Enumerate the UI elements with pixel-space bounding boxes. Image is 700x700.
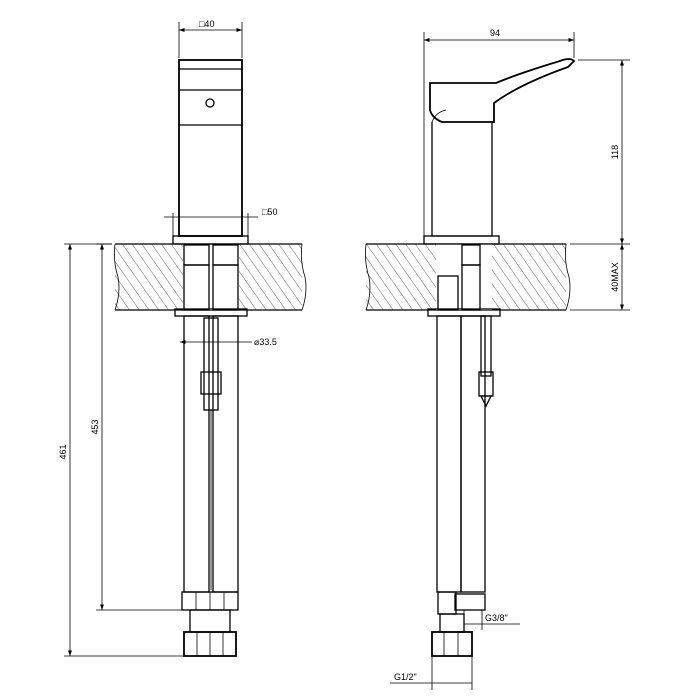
front-hoses bbox=[181, 244, 239, 657]
label-square-base: □50 bbox=[262, 207, 277, 217]
side-faucet-body bbox=[423, 58, 576, 245]
side-countertop bbox=[365, 243, 571, 311]
label-square-top: □40 bbox=[199, 19, 214, 29]
label-height-above: 118 bbox=[610, 145, 620, 159]
front-faucet-body bbox=[172, 59, 249, 245]
dim-deck-max: 40MAX bbox=[570, 244, 630, 311]
dim-square-top: □40 bbox=[178, 19, 243, 58]
front-washer bbox=[174, 308, 248, 317]
side-view: 94 118 40MAX G3/8" G1/2" bbox=[365, 28, 630, 690]
front-view: □40 □50 ⌀33.5 461 453 bbox=[58, 19, 307, 657]
dim-width: 94 bbox=[423, 28, 575, 236]
side-hoses bbox=[431, 244, 494, 657]
dim-square-base: □50 bbox=[164, 207, 277, 236]
dim-height-above: 118 bbox=[570, 59, 630, 245]
dim-thread-small: G3/8" bbox=[463, 610, 520, 630]
label-deck-max: 40MAX bbox=[610, 262, 620, 292]
label-thread-small: G3/8" bbox=[485, 613, 508, 623]
dim-thread-large: G1/2" bbox=[390, 656, 473, 690]
label-thread-large: G1/2" bbox=[394, 672, 417, 682]
label-width: 94 bbox=[490, 28, 500, 38]
dim-height-below: 453 bbox=[90, 243, 182, 611]
front-countertop bbox=[114, 243, 307, 311]
label-diameter: ⌀33.5 bbox=[254, 337, 277, 347]
dim-diameter: ⌀33.5 bbox=[180, 337, 277, 347]
label-height-total: 461 bbox=[58, 444, 68, 459]
label-height-below: 453 bbox=[90, 419, 100, 434]
